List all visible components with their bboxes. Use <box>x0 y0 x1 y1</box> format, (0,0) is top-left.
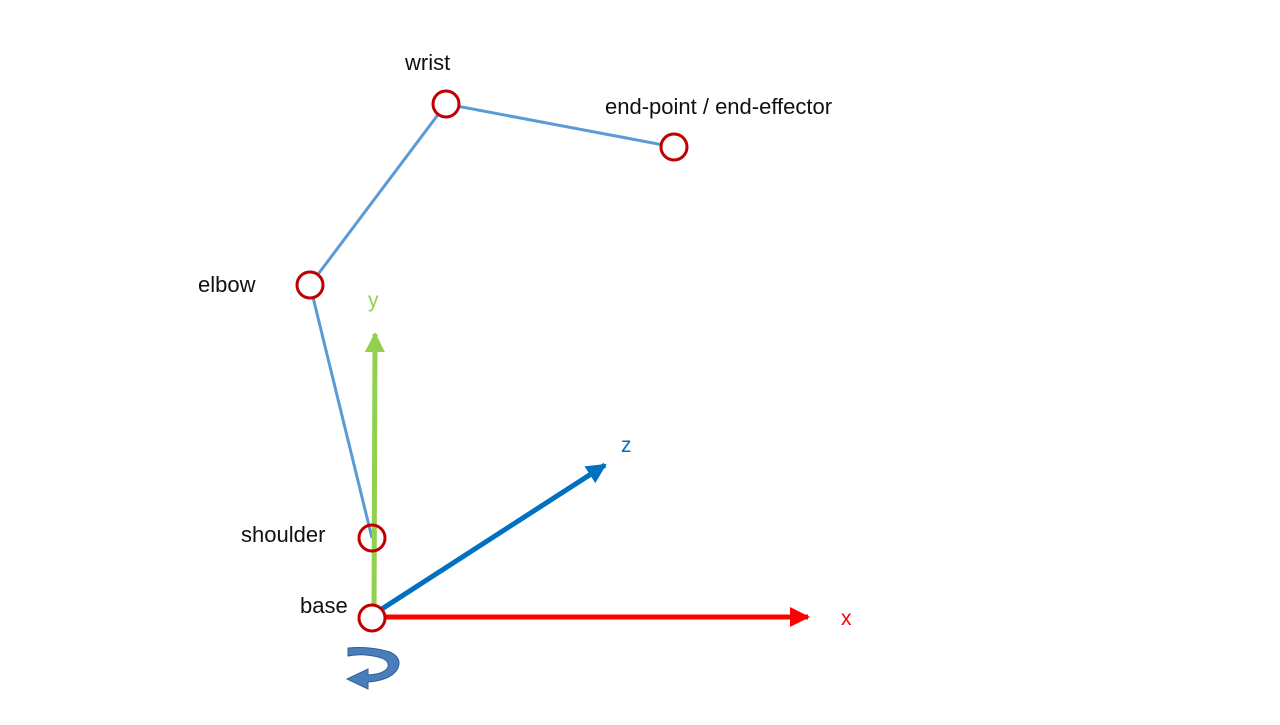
joint-shoulder <box>357 523 387 553</box>
y-axis-arrow <box>364 332 385 618</box>
end-effector-label: end-point / end-effector <box>605 94 833 119</box>
joint-end-effector <box>659 132 689 162</box>
z-axis-arrow <box>372 462 607 617</box>
joint-wrist <box>431 89 461 119</box>
link-elbow-wrist <box>308 103 448 286</box>
x-axis-label: x <box>841 607 852 630</box>
joint-elbow <box>295 270 325 300</box>
base-label: base <box>300 593 348 618</box>
rotation-arrow-icon <box>345 647 400 690</box>
wrist-label: wrist <box>405 50 451 75</box>
y-axis-label: y <box>368 289 379 312</box>
elbow-label: elbow <box>198 272 256 297</box>
joint-base <box>357 603 387 633</box>
link-shoulder-elbow <box>308 284 374 539</box>
shoulder-label: shoulder <box>241 522 326 547</box>
z-axis-label: z <box>621 434 632 457</box>
link-wrist-end-effector <box>445 102 675 149</box>
